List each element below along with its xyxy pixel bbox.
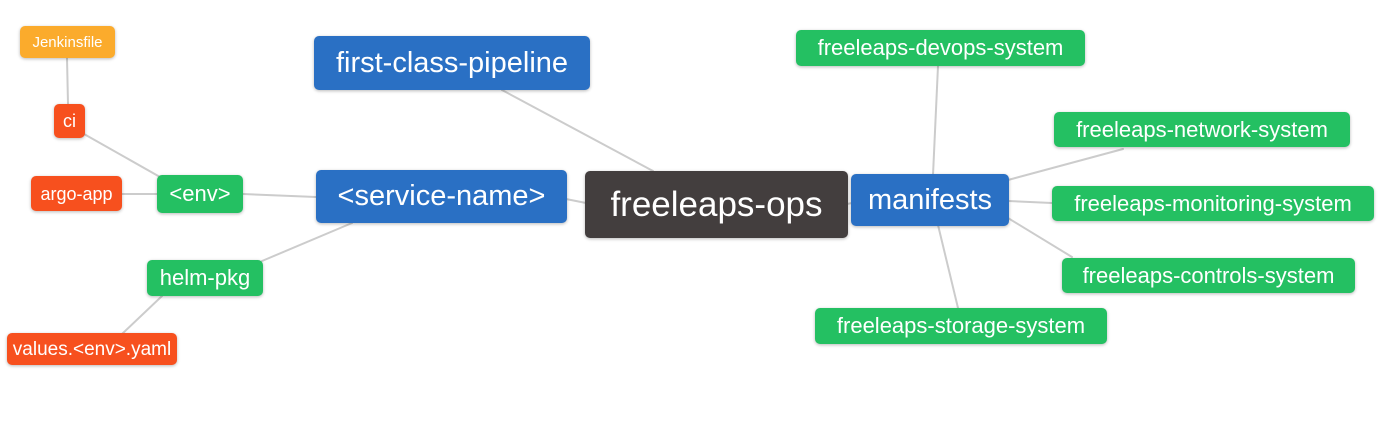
node-env[interactable]: <env> (157, 175, 243, 213)
edge-manifests-monitoring (1007, 200, 1053, 204)
node-freeleaps-ops[interactable]: freeleaps-ops (585, 171, 848, 238)
node-ci[interactable]: ci (54, 104, 85, 138)
edge-ci-env (83, 133, 161, 178)
edge-service-name-freeleaps-ops (565, 198, 587, 204)
node-helm-pkg[interactable]: helm-pkg (147, 260, 263, 296)
edge-manifests-storage (937, 224, 959, 309)
node-freeleaps-monitoring-system[interactable]: freeleaps-monitoring-system (1052, 186, 1374, 221)
edge-helm-pkg-values-env-yaml (121, 295, 163, 335)
node-service-name[interactable]: <service-name> (316, 170, 567, 223)
edge-manifests-devops (932, 65, 939, 176)
edge-manifests-network (1007, 148, 1124, 181)
edge-manifests-controls (1007, 217, 1073, 258)
node-freeleaps-network-system[interactable]: freeleaps-network-system (1054, 112, 1350, 147)
node-freeleaps-controls-system[interactable]: freeleaps-controls-system (1062, 258, 1355, 293)
node-freeleaps-storage-system[interactable]: freeleaps-storage-system (815, 308, 1107, 344)
node-values-env-yaml[interactable]: values.<env>.yaml (7, 333, 177, 365)
node-freeleaps-devops-system[interactable]: freeleaps-devops-system (796, 30, 1085, 66)
node-first-class-pipeline[interactable]: first-class-pipeline (314, 36, 590, 90)
edge-service-name-helm-pkg (261, 222, 353, 262)
node-argo-app[interactable]: argo-app (31, 176, 122, 211)
node-manifests[interactable]: manifests (851, 174, 1009, 226)
edge-first-class-pipeline-freeleaps-ops (501, 89, 654, 172)
edge-env-service-name (242, 193, 317, 198)
node-jenkinsfile[interactable]: Jenkinsfile (20, 26, 115, 58)
edge-jenkinsfile-ci (66, 57, 69, 105)
